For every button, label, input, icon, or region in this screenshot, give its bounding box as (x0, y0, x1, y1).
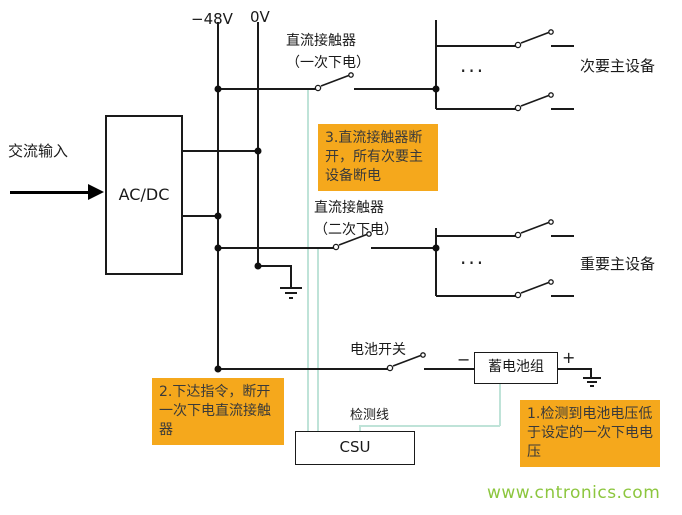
ac-input-label: 交流输入 (8, 142, 69, 160)
junction-dot (214, 365, 222, 373)
junction-dot (254, 262, 262, 270)
secondary-devices-ellipsis: ··· (460, 59, 486, 83)
detection-line-connector (359, 425, 361, 432)
bus-0v-label: 0V (250, 8, 270, 26)
important-device-branch2-left (436, 295, 516, 297)
battery-line-left (218, 368, 388, 370)
important-device-switch2-icon (514, 279, 554, 299)
bus-neg48v-label: −48V (191, 10, 233, 28)
battery-switch-icon (386, 352, 426, 372)
important-devices-ellipsis: ··· (460, 251, 486, 275)
secondary-devices-bus (435, 20, 437, 109)
secondary-contactor-label-line2: （二次下电） (314, 221, 398, 238)
important-devices-label: 重要主设备 (580, 255, 656, 273)
important-device-branch1-left (436, 235, 516, 237)
csu-control-line-secondary (317, 249, 319, 432)
secondary-contactor-label-line1: 直流接触器 (314, 200, 384, 216)
primary-feed-line-right (354, 88, 436, 90)
junction-dot (254, 147, 262, 155)
detection-line-label: 检测线 (350, 408, 390, 423)
acdc-to-neg48v-link (183, 215, 218, 217)
battery-ground-icon (583, 377, 601, 387)
ground-tap-horizontal (258, 265, 291, 267)
primary-contactor-switch-icon (314, 72, 354, 92)
secondary-feed-line-left (218, 247, 336, 249)
ground-icon (280, 287, 302, 299)
junction-dot (432, 244, 440, 252)
secondary-device-branch1-left (436, 45, 516, 47)
bus-neg48v-line (217, 22, 219, 369)
important-device-switch1-icon (514, 219, 554, 239)
acdc-label: AC/DC (118, 184, 170, 204)
csu-label: CSU (339, 438, 371, 457)
battery-line-right (558, 368, 592, 370)
primary-contactor-label-line1: 直流接触器 (286, 33, 356, 49)
important-device-branch2-right (551, 295, 574, 297)
junction-dot (214, 244, 222, 252)
ac-input-arrow-shaft (10, 191, 90, 194)
important-device-branch1-right (551, 235, 574, 237)
important-devices-bus (435, 228, 437, 296)
primary-feed-line-left (218, 88, 318, 90)
ground-tap-vertical (290, 265, 292, 287)
battery-minus-label: − (457, 350, 471, 369)
junction-dot (214, 212, 222, 220)
callout-step3: 3.直流接触器断开，所有次要主设备断电 (318, 124, 438, 191)
detection-line-vertical (499, 384, 501, 426)
battery-pack-label: 蓄电池组 (488, 359, 544, 376)
junction-dot (432, 85, 440, 93)
primary-contactor-label-line2: （一次下电） (286, 54, 370, 71)
secondary-contactor-switch-icon (332, 231, 372, 251)
callout-step2: 2.下达指令，断开一次下电直流接触器 (152, 378, 284, 445)
primary-contactor-label: 直流接触器 （一次下电） (286, 31, 370, 74)
ac-input-arrow-head (88, 184, 104, 200)
acdc-converter-box: AC/DC (105, 115, 183, 275)
watermark-text: www.cntronics.com (487, 483, 661, 503)
secondary-device-branch2-left (436, 108, 516, 110)
secondary-device-switch1-icon (514, 29, 554, 49)
battery-pack-box: 蓄电池组 (474, 352, 558, 384)
battery-ground-drop (590, 368, 592, 377)
battery-line-mid (424, 368, 475, 370)
secondary-feed-line-right (371, 247, 436, 249)
secondary-contactor-label: 直流接触器 （二次下电） (314, 198, 398, 241)
csu-box: CSU (295, 431, 415, 465)
callout-step1: 1.检测到电池电压低于设定的一次下电电压 (520, 400, 660, 467)
battery-switch-label: 电池开关 (350, 342, 406, 358)
detection-line-horizontal (359, 425, 500, 427)
acdc-to-0v-link (183, 150, 258, 152)
secondary-device-switch2-icon (514, 92, 554, 112)
bus-0v-line (257, 22, 259, 266)
junction-dot (214, 85, 222, 93)
secondary-device-branch2-right (551, 108, 574, 110)
secondary-devices-label: 次要主设备 (580, 57, 656, 75)
csu-control-line-primary (307, 90, 309, 432)
secondary-device-branch1-right (551, 45, 574, 47)
battery-plus-label: + (562, 348, 576, 367)
